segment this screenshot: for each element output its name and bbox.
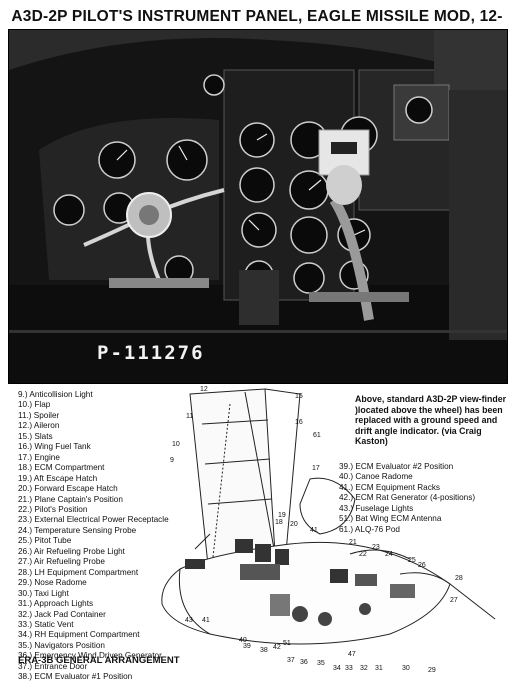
diagram-label: 40 bbox=[239, 637, 247, 644]
diagram-label: 23 bbox=[372, 544, 380, 551]
diagram-label: 61 bbox=[313, 432, 321, 439]
diagram-label: 27 bbox=[450, 597, 458, 604]
legend-item: 18.) ECM Compartment bbox=[18, 463, 105, 473]
diagram-label: 41 bbox=[202, 617, 210, 624]
diagram-label: 22 bbox=[359, 551, 367, 558]
legend-item: 25.) Pitot Tube bbox=[18, 536, 72, 546]
diagram-label: 12 bbox=[200, 386, 208, 393]
page-title: A3D-2P PILOT'S INSTRUMENT PANEL, EAGLE M… bbox=[11, 8, 503, 47]
diagram-label: 37 bbox=[287, 657, 295, 664]
legend-item: 28.) LH Equipment Compartment bbox=[18, 567, 139, 577]
legend-item: 10.) Flap bbox=[18, 400, 51, 410]
legend-item: 19.) Aft Escape Hatch bbox=[18, 473, 98, 483]
diagram-label: 10 bbox=[172, 441, 180, 448]
legend-item: 27.) Air Refueling Probe bbox=[18, 557, 105, 567]
legend-item: 37.) Entrance Door bbox=[18, 661, 88, 671]
diagram-label: 20 bbox=[290, 521, 298, 528]
legend-item: 26.) Air Refueling Probe Light bbox=[18, 546, 125, 556]
serial-number: P-111276 bbox=[97, 342, 205, 364]
diagram-label: 31 bbox=[375, 665, 383, 672]
legend-item: 17.) Engine bbox=[18, 452, 60, 462]
diagram-label: 32 bbox=[360, 665, 368, 672]
legend-item: 42.) ECM Rat Generator (4-positions) bbox=[339, 493, 476, 503]
diagram-label: 34 bbox=[333, 665, 341, 672]
legend-item: 41.) ECM Equipment Racks bbox=[339, 482, 441, 492]
legend-item: 23.) External Electrical Power Receptacl… bbox=[18, 515, 169, 525]
diagram-label: 11 bbox=[186, 413, 193, 420]
diagram-label: 25 bbox=[408, 557, 416, 564]
diagram-label: 9 bbox=[170, 457, 174, 464]
legend-item: 35.) Navigators Position bbox=[18, 640, 105, 650]
legend-item: 9.) Anticollision Light bbox=[18, 390, 93, 399]
diagram-label: 36 bbox=[300, 659, 308, 666]
diagram-label: 41 bbox=[310, 527, 318, 534]
legend-item: 51.) Bat Wing ECM Antenna bbox=[339, 514, 442, 524]
legend-left: 9.) Anticollision Light 10.) Flap 11.) S… bbox=[18, 390, 169, 683]
diagram-label: 19 bbox=[278, 512, 286, 519]
legend-item: 40.) Canoe Radome bbox=[339, 472, 413, 482]
diagram-label: 15 bbox=[295, 393, 303, 400]
diagram-label: 33 bbox=[345, 665, 353, 672]
photo-caption: Above, standard A3D-2P view-finder )loca… bbox=[355, 394, 507, 447]
legend-item: 12.) Aileron bbox=[18, 421, 60, 431]
legend-item: 31.) Approach Lights bbox=[18, 599, 94, 609]
legend-item: 11.) Spoiler bbox=[18, 410, 60, 420]
diagram-label: 38 bbox=[260, 647, 268, 654]
legend-item: 61.) ALQ-76 Pod bbox=[339, 524, 400, 534]
diagram-label: 51 bbox=[283, 640, 291, 647]
aircraft-diagram: 12 15 11 16 61 10 17 9 19 18 20 41 21 22… bbox=[161, 386, 496, 674]
legend-item: 30.) Taxi Light bbox=[18, 588, 69, 598]
diagram-label: 30 bbox=[402, 665, 410, 672]
diagram-label: 26 bbox=[418, 562, 426, 569]
diagram-label: 21 bbox=[349, 539, 357, 546]
diagram-label: 39 bbox=[243, 643, 251, 650]
cockpit-photo: P-111276 bbox=[8, 29, 508, 384]
legend-item: 16.) Wing Fuel Tank bbox=[18, 442, 91, 452]
legend-item: 32.) Jack Pad Container bbox=[18, 609, 106, 619]
legend-item: 22.) Pilot's Position bbox=[18, 504, 88, 514]
legend-item: 21.) Plane Captain's Position bbox=[18, 494, 123, 504]
diagram-label: 47 bbox=[348, 651, 356, 658]
legend-item: 34.) RH Equipment Compartment bbox=[18, 630, 140, 640]
diagram-label: 16 bbox=[295, 419, 303, 426]
legend-right: 39.) ECM Evaluator #2 Position 40.) Cano… bbox=[339, 462, 475, 535]
legend-item: 33.) Static Vent bbox=[18, 619, 74, 629]
diagram-label: 35 bbox=[317, 660, 325, 667]
diagram-label: 18 bbox=[275, 519, 283, 526]
legend-item: 15.) Slats bbox=[18, 431, 53, 441]
legend-item: 36.) Emergency Wind Driven Generator bbox=[18, 651, 162, 661]
legend-item: 24.) Temperature Sensing Probe bbox=[18, 525, 137, 535]
diagram-title: ERA-3B GENERAL ARRANGEMENT bbox=[18, 655, 180, 666]
diagram-label: 24 bbox=[385, 551, 393, 558]
diagram-label: 17 bbox=[312, 465, 320, 472]
legend-item: 29.) Nose Radome bbox=[18, 578, 87, 588]
diagram-label: 43 bbox=[185, 617, 193, 624]
diagram-label: 29 bbox=[428, 667, 436, 674]
legend-item: 43.) Fuselage Lights bbox=[339, 503, 414, 513]
legend-item: 38.) ECM Evaluator #1 Position bbox=[18, 672, 133, 682]
legend-item: 39.) ECM Evaluator #2 Position bbox=[339, 462, 454, 471]
instrument-panel-illustration bbox=[9, 30, 507, 383]
legend-item: 20.) Forward Escape Hatch bbox=[18, 484, 118, 494]
diagram-label: 28 bbox=[455, 575, 463, 582]
diagram-label: 42 bbox=[273, 644, 281, 651]
